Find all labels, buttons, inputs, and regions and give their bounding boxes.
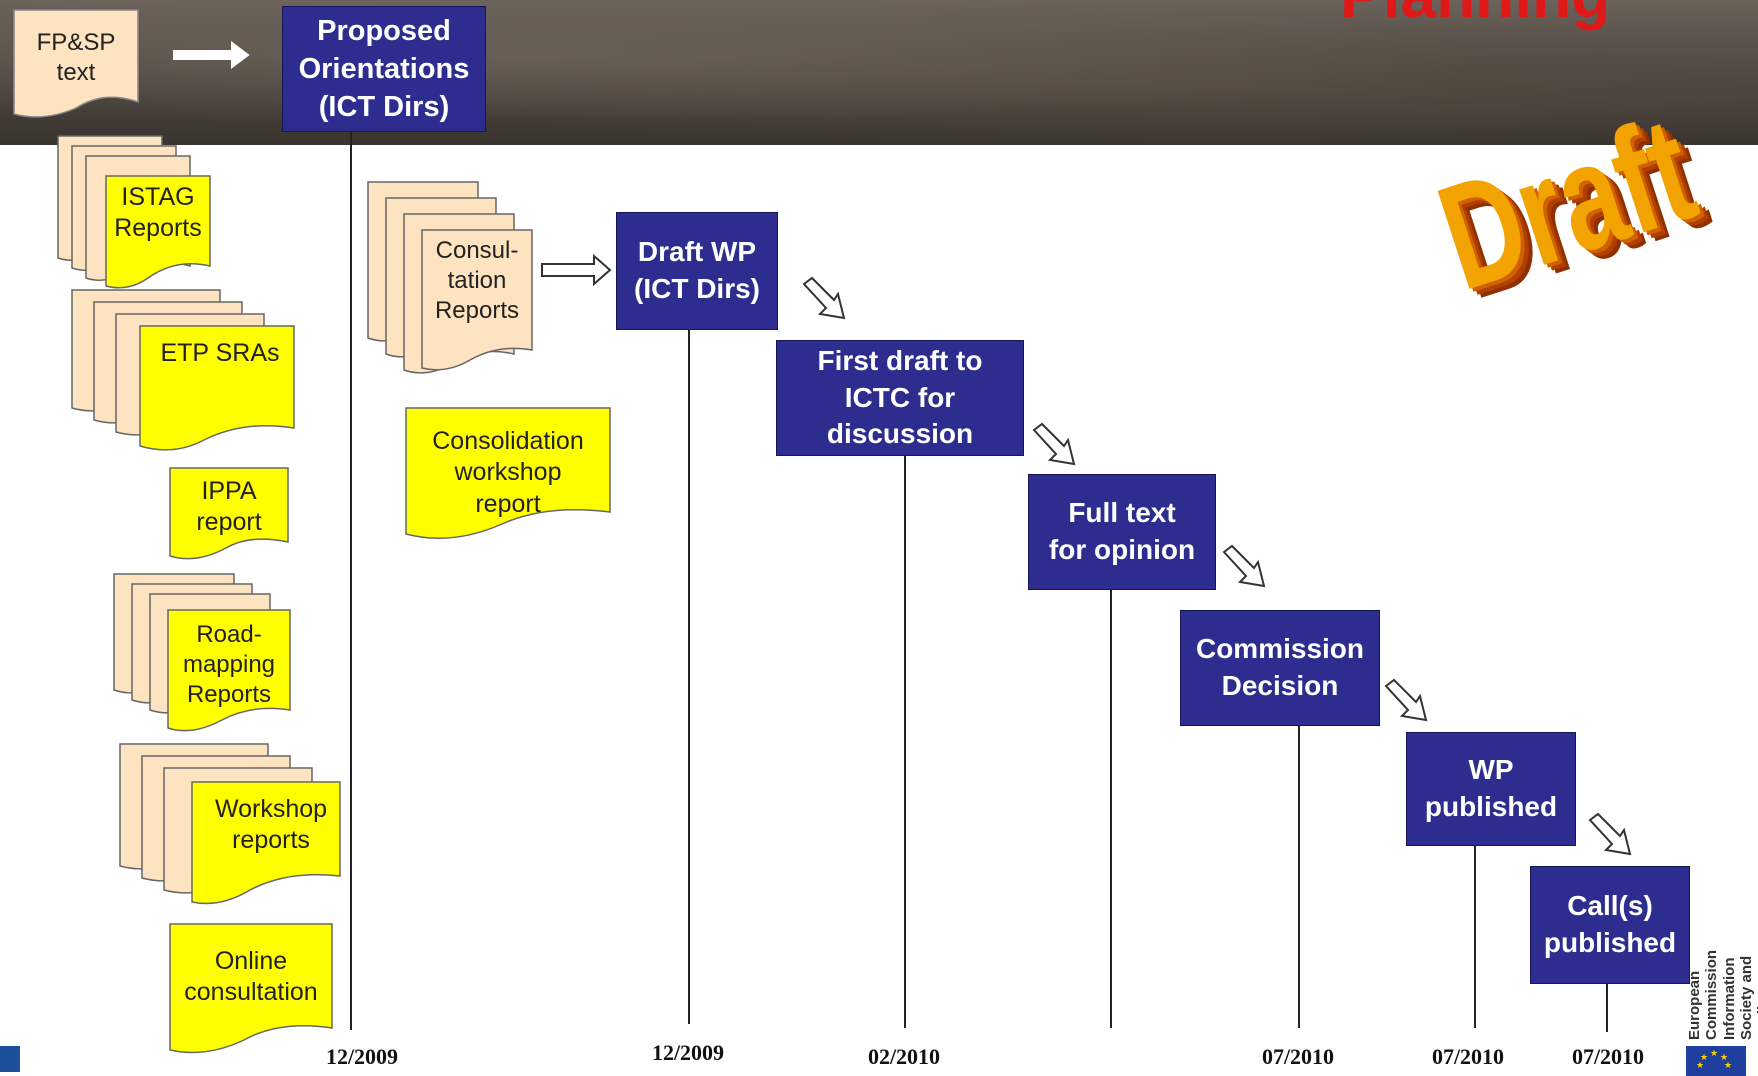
doc-stack-etp: ETP SRAs [70, 289, 300, 460]
diagonal-arrow-icon [1222, 544, 1266, 588]
doc-consolidation: Consolidation workshop report [405, 407, 612, 542]
doc-label: Consul- tation Reports [434, 237, 520, 324]
diagonal-arrow-icon [1032, 422, 1076, 466]
timeline-line [1606, 984, 1608, 1032]
doc-stack-workshop: Workshop reports [118, 743, 346, 914]
right-arrow-icon [173, 41, 250, 69]
timeline-line [1110, 590, 1112, 1028]
date-label: 07/2010 [1261, 1044, 1335, 1069]
doc-stack-roadmap: Road- mapping Reports [112, 573, 292, 740]
doc-label: Road- mapping Reports [182, 621, 276, 708]
step-wp-published: WP published [1406, 732, 1576, 846]
doc-label: ETP SRAs [160, 339, 280, 367]
step-full-text: Full text for opinion [1028, 474, 1216, 590]
doc-ippa: IPPA report [169, 467, 290, 560]
step-first-draft-ictc: First draft to ICTC for discussion [776, 340, 1024, 456]
date-label: 07/2010 [1431, 1044, 1505, 1069]
doc-label: FP&SP text [36, 29, 116, 86]
step-calls-published: Call(s) published [1530, 866, 1690, 984]
doc-fpsp: FP&SP text [13, 9, 140, 118]
org-name: European Commission Information Society … [1686, 949, 1758, 1040]
doc-stack-consultation: Consul- tation Reports [366, 181, 542, 382]
timeline-line [1298, 726, 1300, 1028]
timeline-line [1474, 846, 1476, 1028]
doc-label: IPPA report [196, 477, 262, 537]
date-label: 02/2010 [867, 1044, 941, 1069]
diagonal-arrow-icon [1384, 678, 1428, 722]
date-label: 12/2009 [651, 1040, 725, 1065]
doc-label: Workshop reports [214, 795, 328, 855]
step-draft-wp: Draft WP (ICT Dirs) [616, 212, 778, 330]
logo-icon [0, 1046, 20, 1072]
doc-stack-istag: ISTAG Reports [56, 135, 216, 296]
doc-label: Online consultation [184, 947, 318, 1007]
step-commission-decision: Commission Decision [1180, 610, 1380, 726]
doc-label: ISTAG Reports [114, 183, 202, 243]
eu-flag-icon: ★★★ ★★ [1686, 1046, 1746, 1076]
timeline-line [904, 456, 906, 1028]
right-arrow-icon [541, 254, 612, 286]
timeline-line [350, 130, 352, 1030]
doc-label: Consolidation workshop report [432, 427, 584, 518]
diagonal-arrow-icon [802, 276, 846, 320]
date-label: 07/2010 [1571, 1044, 1645, 1069]
banner-title: Planning [1340, 0, 1610, 32]
step-proposed-orientations: Proposed Orientations (ICT Dirs) [282, 6, 486, 132]
diagonal-arrow-icon [1588, 812, 1632, 856]
timeline-line [688, 330, 690, 1024]
date-label: 12/2009 [325, 1044, 399, 1069]
doc-online: Online consultation [169, 923, 334, 1058]
